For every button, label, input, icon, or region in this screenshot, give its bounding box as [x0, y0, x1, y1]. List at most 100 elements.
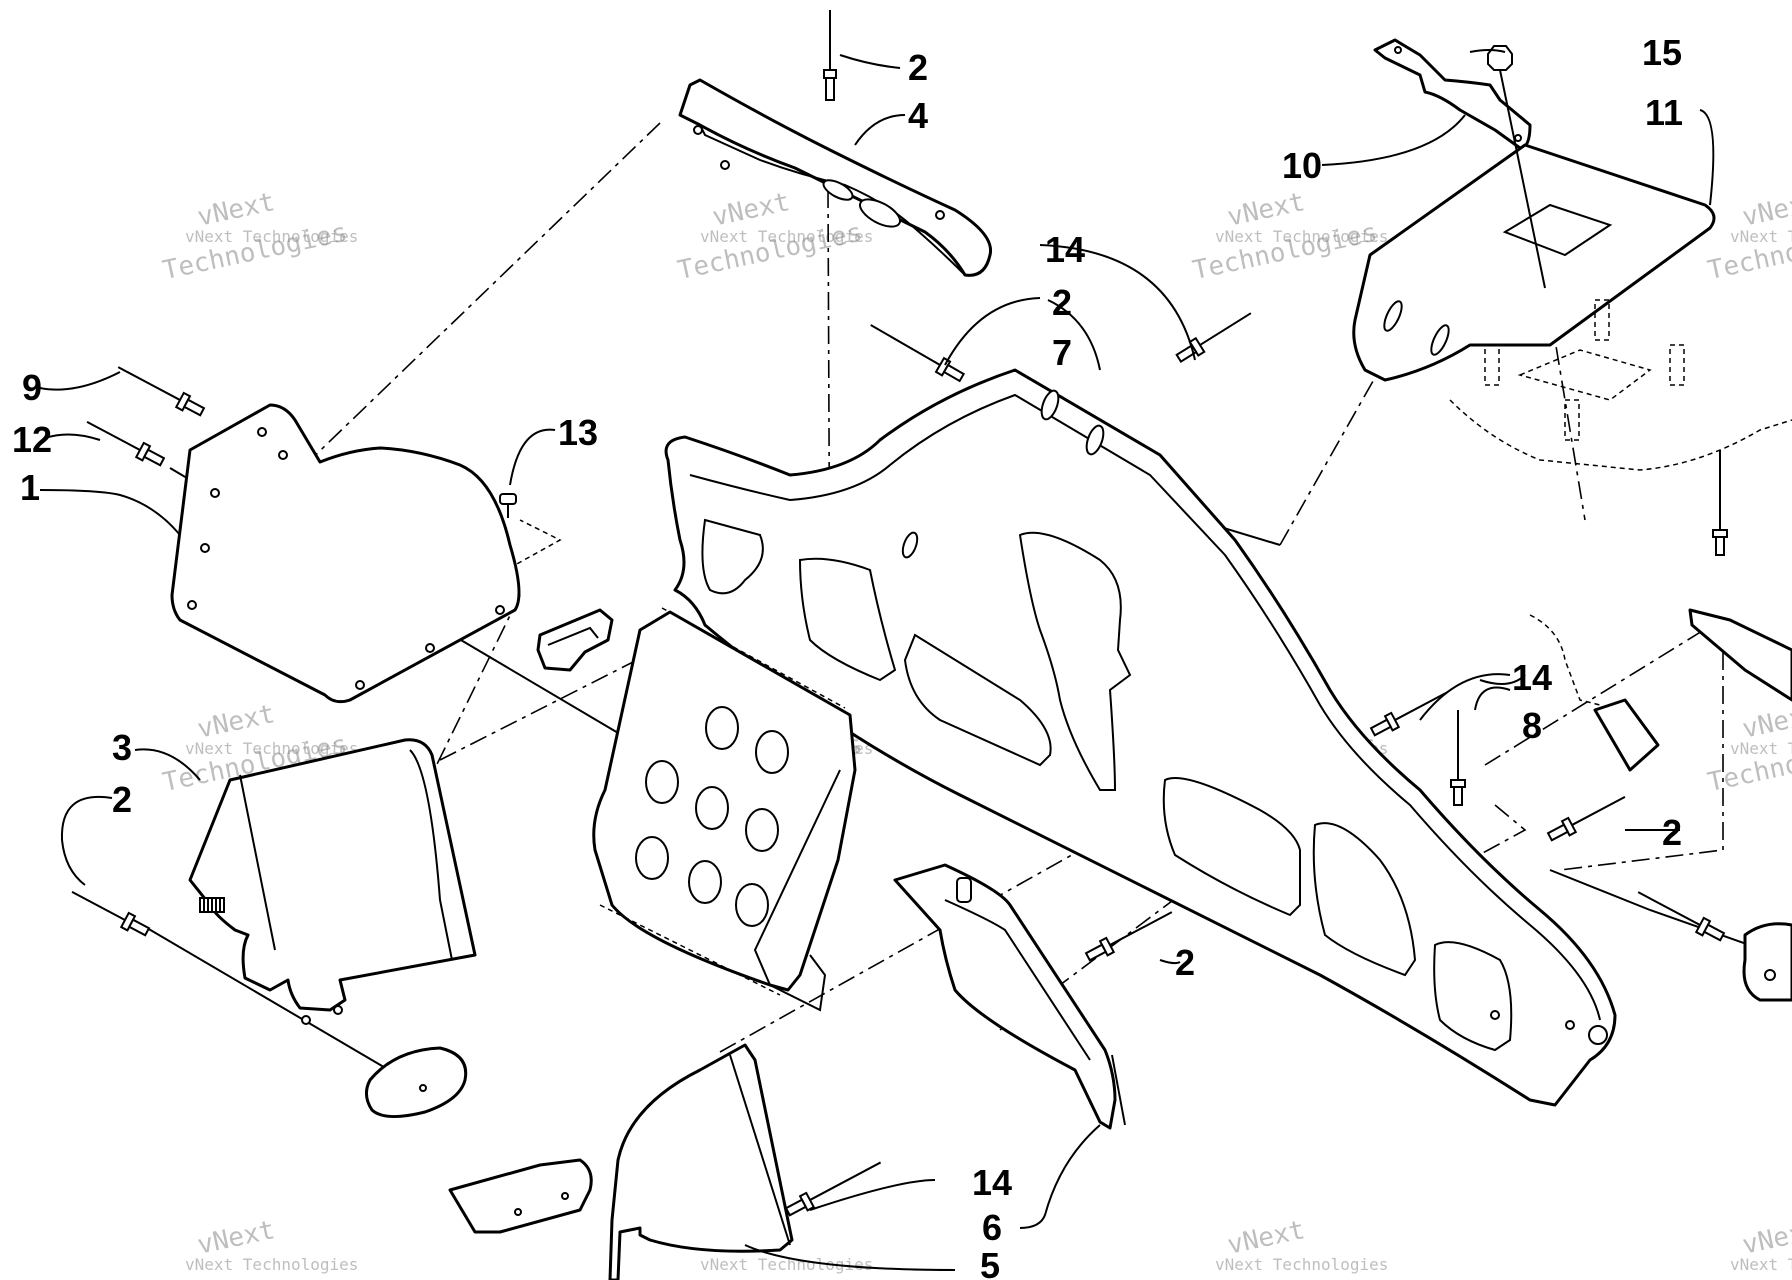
leader-line	[1039, 244, 1196, 361]
right-cap-hole	[1764, 969, 1776, 981]
leader-line	[134, 748, 201, 781]
rivet-icon	[1637, 891, 1726, 942]
side-panel-cutout	[1018, 531, 1132, 791]
part-11-top-right-plate	[1352, 143, 1716, 382]
side-panel-cutout	[1162, 777, 1301, 917]
callout-11: 11	[1645, 92, 1683, 133]
assembly-line	[469, 519, 562, 591]
top-bracket-hole	[693, 125, 703, 135]
side-panel-hole	[1565, 1020, 1575, 1030]
watermark: vNext vNext Technologies Technologies	[1705, 187, 1792, 286]
part-1-left-plate	[170, 403, 521, 704]
rivet-icon	[71, 890, 151, 937]
stud	[1669, 344, 1685, 386]
watermark-line1: vNext	[1225, 1215, 1308, 1261]
top-bracket-slot	[859, 198, 901, 228]
callout-8: 8	[1522, 705, 1542, 746]
rivet-body	[825, 77, 835, 101]
callout-3: 3	[112, 727, 132, 768]
rivet-pin	[117, 366, 190, 406]
lower-plate-fold	[239, 774, 276, 951]
top-bracket-hole	[935, 210, 945, 220]
lower-bracket-tab	[1111, 1054, 1126, 1126]
top-bracket-hole	[720, 160, 730, 170]
watermark: vNext vNext Technologies Technologies	[160, 187, 358, 286]
watermark: vNext vNext Technologies Technologies	[675, 187, 873, 286]
leader-line	[744, 1244, 956, 1271]
leader-line	[44, 433, 101, 441]
watermark-line2: vNext Technologies	[1730, 227, 1792, 246]
callout-14: 14	[972, 1162, 1012, 1203]
rivet-body	[127, 918, 151, 937]
rivet-body	[942, 363, 966, 383]
stud	[1484, 344, 1500, 386]
callout-12: 12	[12, 419, 52, 460]
leader-line	[944, 297, 1041, 366]
top-right-bracket-hole	[1394, 46, 1402, 54]
rivet-head	[1712, 529, 1728, 538]
side-panel-cutout	[1312, 822, 1417, 977]
guard-plate-hole	[688, 860, 722, 904]
side-panel-cutout	[798, 557, 897, 682]
callout-2: 2	[1662, 812, 1682, 853]
callout-5: 5	[980, 1245, 1000, 1280]
bottom-bracket-hole	[561, 1192, 569, 1200]
watermark-line1: vNext	[710, 187, 793, 233]
side-panel-cutout	[701, 518, 764, 595]
callout-10: 10	[1282, 145, 1322, 186]
bottom-plate-edge	[729, 1054, 791, 1246]
callouts: 1 2 2 2 2 2 2 3 4 5 6 7 8 9 10 11 12 13 …	[12, 32, 1683, 1280]
watermark-line2: vNext Technologies	[185, 1255, 358, 1274]
nut-icon	[1487, 45, 1546, 289]
callout-2: 2	[1052, 282, 1072, 323]
watermark: vNext vNext Technologies Technologies	[1705, 699, 1792, 798]
nut-body	[1487, 45, 1513, 71]
leader-lines	[39, 49, 1715, 1271]
part-6-lower-bracket	[893, 863, 1126, 1130]
top-bracket-outline	[678, 78, 993, 277]
left-plate-hole	[210, 488, 220, 498]
callout-2: 2	[908, 47, 928, 88]
rivet-pin	[86, 420, 150, 456]
side-panel-slot	[1085, 424, 1105, 456]
dashed-strap	[1529, 614, 1601, 706]
leader-line	[839, 54, 901, 69]
callout-9: 9	[22, 367, 42, 408]
part-4-top-bracket	[678, 78, 993, 277]
assembly-line	[299, 122, 661, 471]
callout-7: 7	[1052, 332, 1072, 373]
top-right-bracket-outline	[1373, 38, 1532, 150]
lower-plate-hole	[333, 1005, 343, 1015]
callout-14: 14	[1512, 657, 1552, 698]
rivet-icon	[1546, 795, 1626, 842]
callout-15: 15	[1642, 32, 1682, 73]
bottom-bracket	[448, 1158, 593, 1234]
leader-line	[509, 428, 556, 486]
stud	[1564, 399, 1580, 441]
leader-line	[1469, 49, 1506, 53]
watermark-line2: vNext Technologies	[700, 1255, 873, 1274]
left-plate-hole	[257, 427, 267, 437]
right-edge-parts	[1529, 608, 1792, 1002]
part-10-top-right-bracket	[1373, 38, 1532, 150]
rivet-pin	[870, 324, 950, 371]
left-plate-hole	[187, 600, 197, 610]
callout-6: 6	[982, 1207, 1002, 1248]
callout-13: 13	[558, 412, 598, 453]
lower-bracket-edge	[944, 899, 1091, 1061]
watermark-line2: vNext Technologies	[1215, 227, 1388, 246]
callout-4: 4	[908, 95, 928, 136]
leader-line	[39, 489, 181, 536]
watermark-line2: vNext Technologies	[1730, 1255, 1792, 1274]
oval-cap	[365, 1046, 468, 1118]
rivet-icon	[86, 420, 166, 467]
side-panel-cutout	[1433, 941, 1513, 1052]
assembly-line	[1559, 618, 1724, 871]
leader-line	[1159, 959, 1181, 965]
rivet-body	[1715, 536, 1725, 556]
guard-plate-hole	[635, 836, 669, 880]
mounting-base	[1517, 349, 1652, 401]
rivet-body	[182, 398, 206, 417]
rivet-pin	[1190, 312, 1252, 352]
rivet-pin	[1100, 911, 1173, 951]
